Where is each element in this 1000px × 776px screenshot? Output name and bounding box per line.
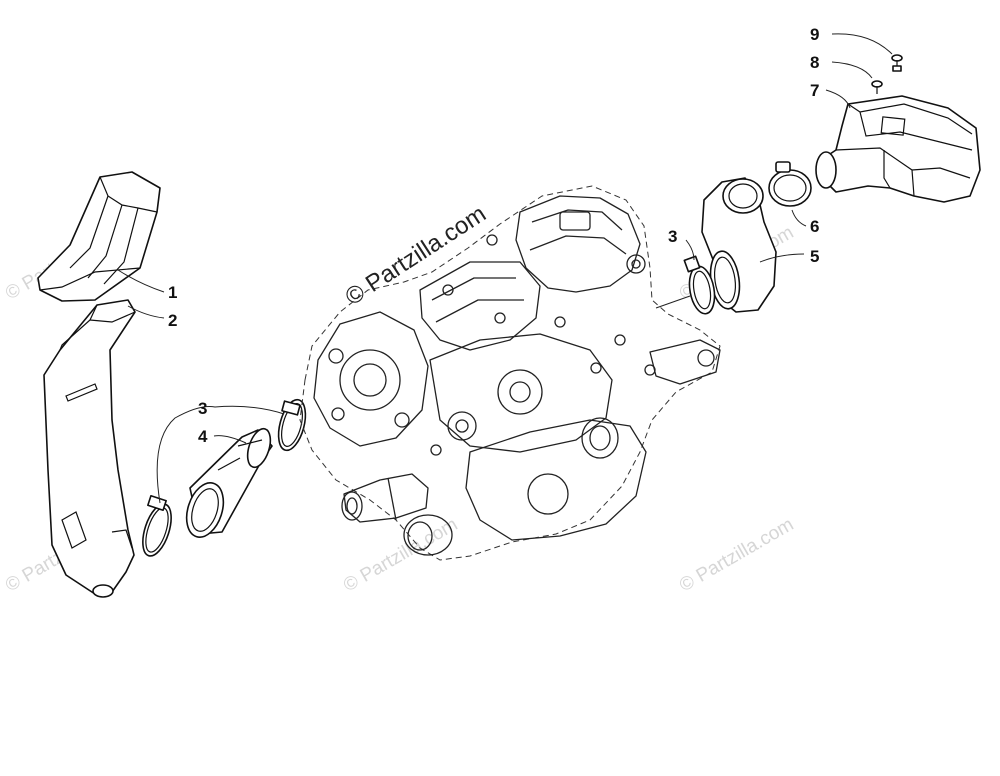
part-1-intake-cap: [37, 171, 161, 302]
callout-3-left: 3: [198, 399, 207, 418]
callout-1: 1: [168, 283, 177, 302]
part-5-intake-hose: [701, 177, 777, 313]
callout-6: 6: [810, 217, 819, 236]
callout-9: 9: [810, 25, 819, 44]
watermark-main: © Partzilla.com: [341, 200, 491, 311]
part-9-screw: [891, 54, 903, 72]
part-2-intake-duct: [43, 299, 136, 598]
part-3-hose-clamp-lower: [142, 494, 172, 557]
callouts: 1 2 3 4 3 5 6 7 8 9: [168, 25, 819, 446]
watermark-bottom-right: © Partzilla.com: [676, 514, 797, 596]
callout-5: 5: [810, 247, 819, 266]
part-6-hose-clamp: [768, 161, 812, 207]
watermark-bottom-center: © Partzilla.com: [340, 514, 461, 596]
part-3-hose-clamp-right: [683, 255, 716, 315]
part-3-hose-clamp-upper: [277, 398, 307, 452]
callout-3-right: 3: [668, 227, 677, 246]
part-8-screw: [871, 80, 883, 94]
callout-8: 8: [810, 53, 819, 72]
callout-4: 4: [198, 427, 208, 446]
part-7-airbox-housing: [815, 95, 981, 203]
engine-assembly: [299, 185, 721, 561]
leader-lines: [117, 33, 893, 504]
callout-7: 7: [810, 81, 819, 100]
callout-2: 2: [168, 311, 177, 330]
part-4-intake-boot: [185, 427, 273, 538]
